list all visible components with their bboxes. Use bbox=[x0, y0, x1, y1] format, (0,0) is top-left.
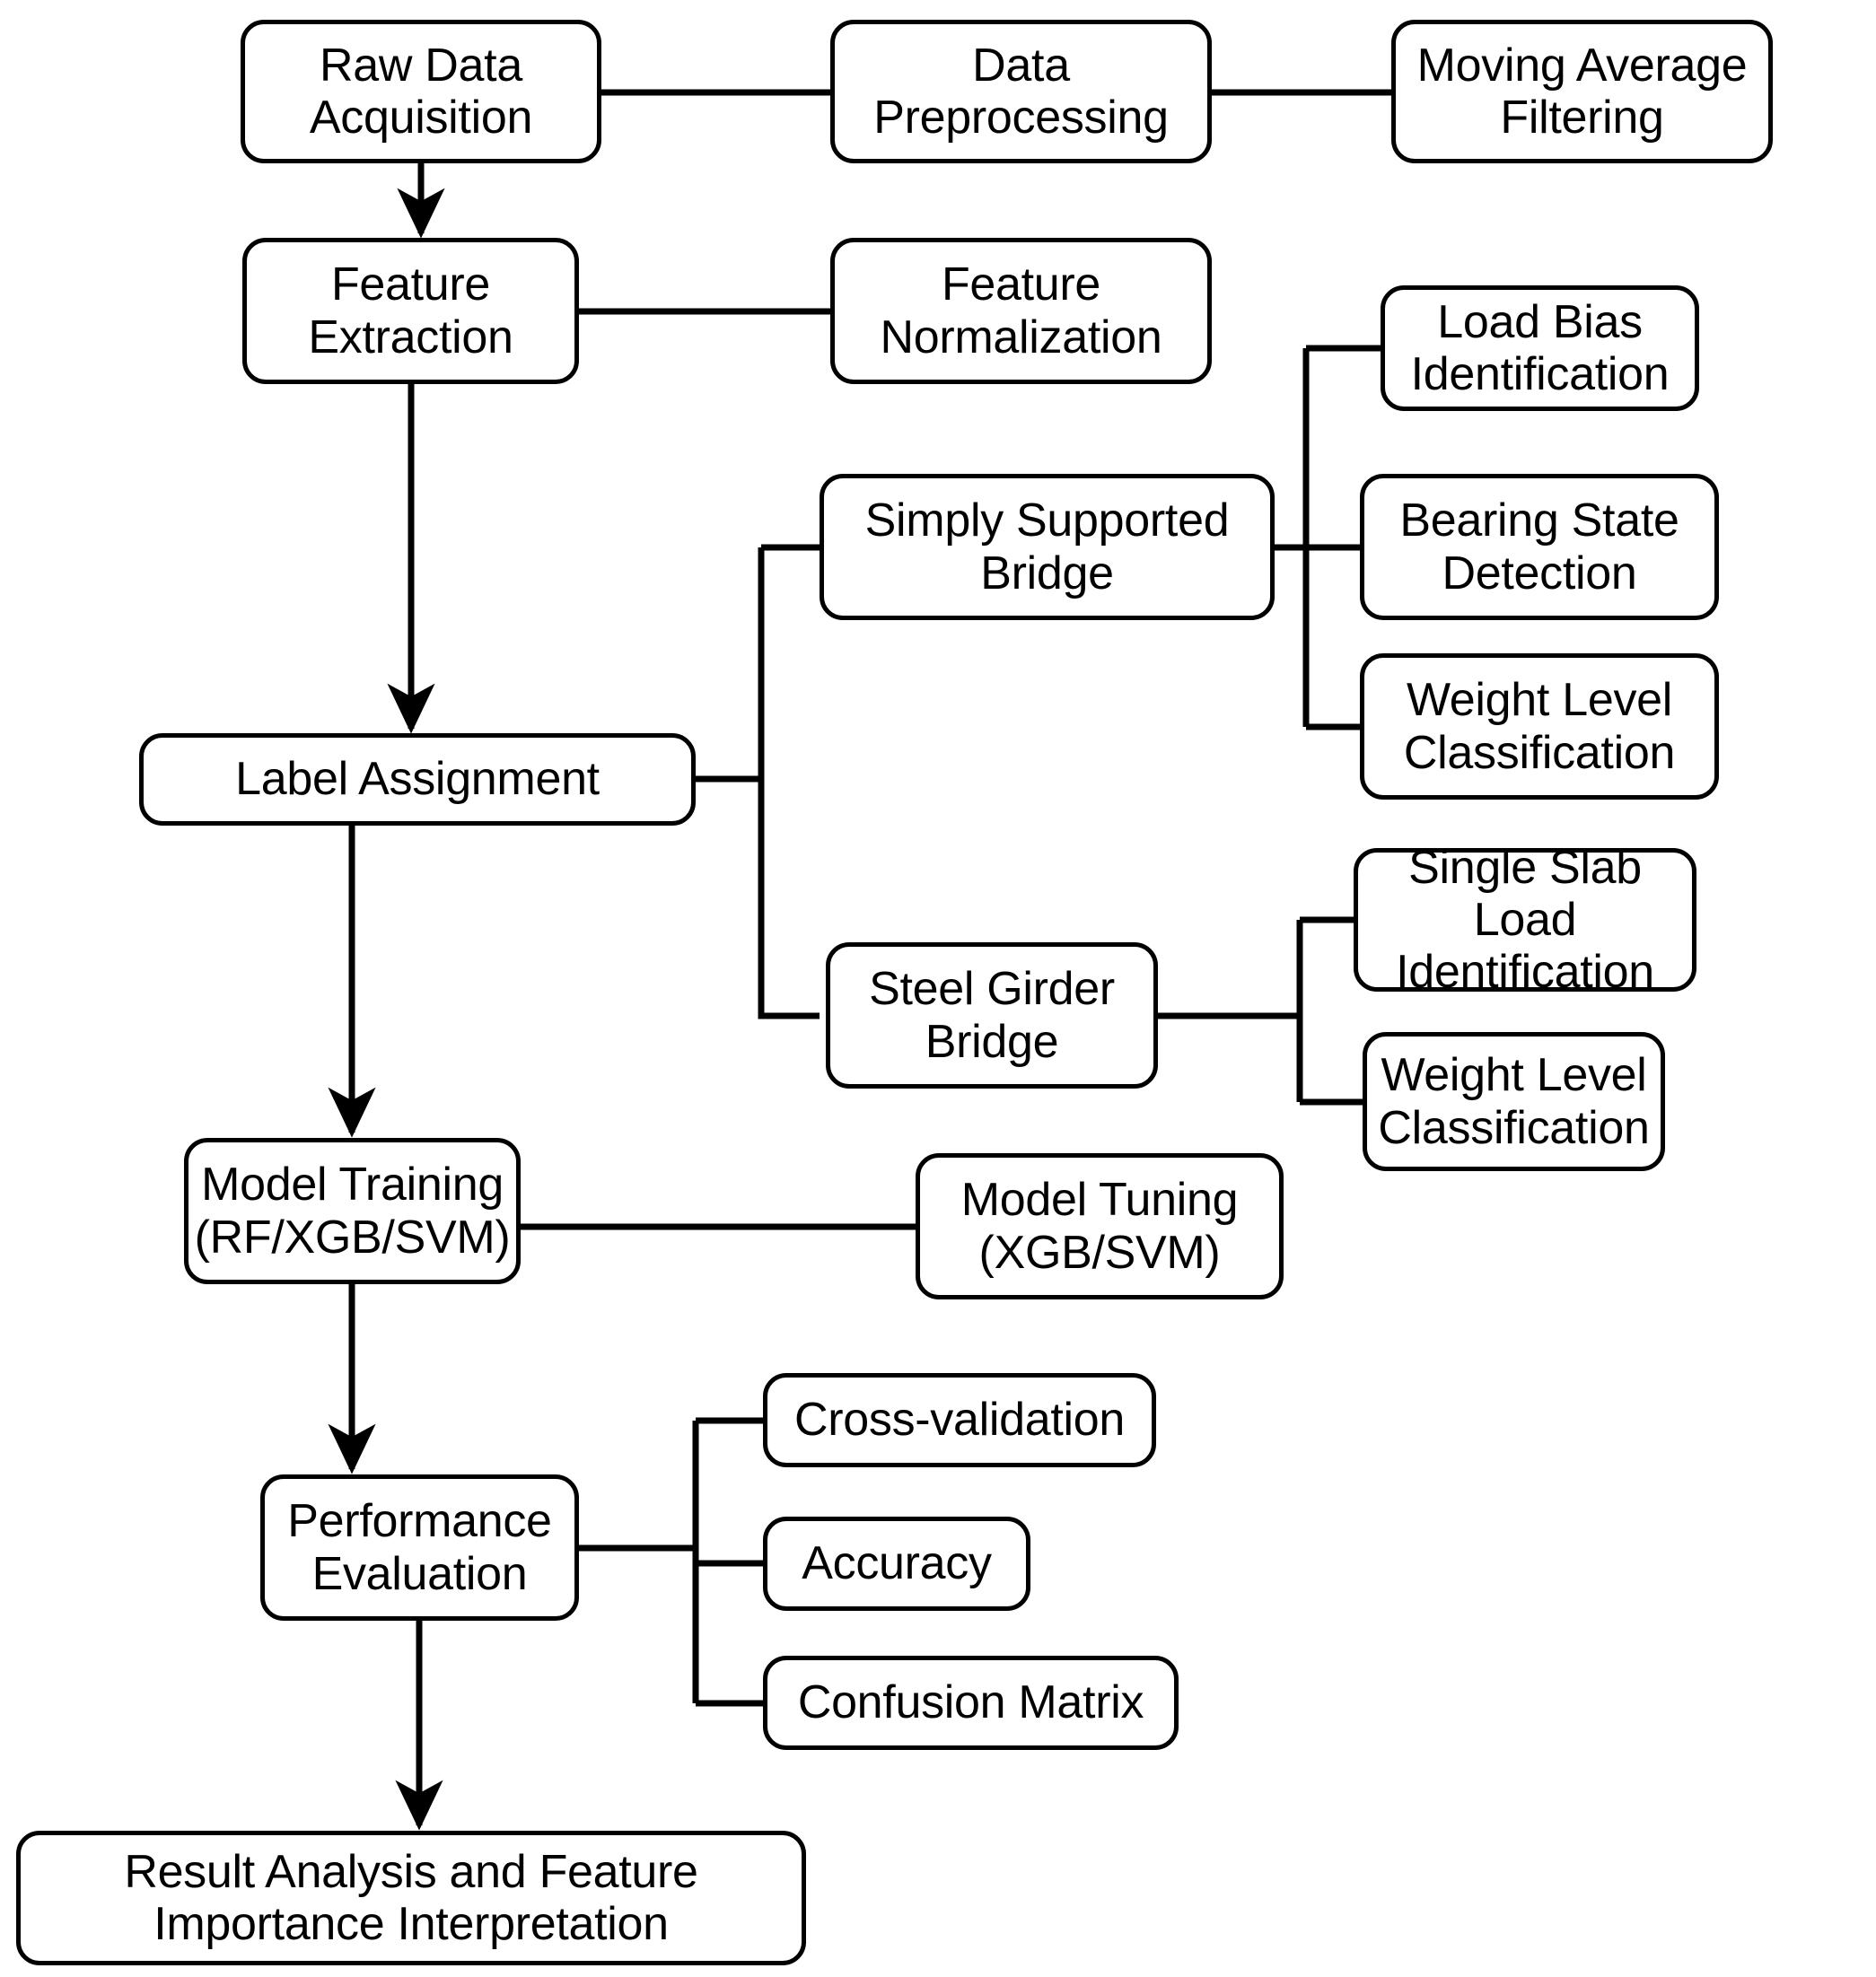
node-weight_level_classification_ssb[interactable]: Weight Level Classification bbox=[1360, 653, 1719, 800]
node-label-raw_data_acquisition: Raw Data Acquisition bbox=[309, 39, 533, 144]
node-label-label_assignment: Label Assignment bbox=[235, 753, 600, 806]
node-label-model_tuning: Model Tuning (XGB/SVM) bbox=[960, 1174, 1239, 1279]
edge-perf-to-children-trunk bbox=[579, 1421, 699, 1703]
node-label-weight_level_classification_sgb: Weight Level Classification bbox=[1378, 1049, 1650, 1154]
node-moving_average_filtering[interactable]: Moving Average Filtering bbox=[1391, 20, 1773, 163]
edge-ssb-to-children-trunk bbox=[1275, 348, 1310, 727]
node-confusion_matrix[interactable]: Confusion Matrix bbox=[763, 1656, 1179, 1750]
edge-sgb-to-children-trunk bbox=[1158, 920, 1303, 1102]
node-label-single_slab_load_identification: Single Slab Load Identification bbox=[1396, 841, 1654, 999]
node-label-load_bias_identification: Load Bias Identification bbox=[1410, 295, 1670, 400]
node-label-simply_supported_bridge: Simply Supported Bridge bbox=[864, 494, 1230, 599]
node-label-weight_level_classification_ssb: Weight Level Classification bbox=[1403, 674, 1676, 779]
node-steel_girder_bridge[interactable]: Steel Girder Bridge bbox=[826, 942, 1158, 1089]
node-label-confusion_matrix: Confusion Matrix bbox=[797, 1676, 1144, 1729]
node-label-feature_extraction: Feature Extraction bbox=[308, 258, 513, 363]
node-load_bias_identification[interactable]: Load Bias Identification bbox=[1381, 285, 1699, 411]
node-label_assignment[interactable]: Label Assignment bbox=[139, 733, 696, 826]
node-raw_data_acquisition[interactable]: Raw Data Acquisition bbox=[241, 20, 601, 163]
node-performance_evaluation[interactable]: Performance Evaluation bbox=[260, 1474, 579, 1621]
node-feature_normalization[interactable]: Feature Normalization bbox=[830, 238, 1212, 384]
node-feature_extraction[interactable]: Feature Extraction bbox=[242, 238, 579, 384]
node-weight_level_classification_sgb[interactable]: Weight Level Classification bbox=[1363, 1032, 1665, 1171]
node-data_preprocessing[interactable]: Data Preprocessing bbox=[830, 20, 1212, 163]
node-label-cross_validation: Cross-validation bbox=[793, 1394, 1125, 1447]
node-label-model_training: Model Training (RF/XGB/SVM) bbox=[194, 1159, 511, 1264]
node-accuracy[interactable]: Accuracy bbox=[763, 1517, 1030, 1611]
node-model_training[interactable]: Model Training (RF/XGB/SVM) bbox=[184, 1138, 521, 1284]
node-cross_validation[interactable]: Cross-validation bbox=[763, 1373, 1156, 1467]
node-label-performance_evaluation: Performance Evaluation bbox=[287, 1495, 552, 1600]
node-model_tuning[interactable]: Model Tuning (XGB/SVM) bbox=[916, 1153, 1284, 1299]
node-result_analysis[interactable]: Result Analysis and Feature Importance I… bbox=[16, 1831, 806, 1965]
node-label-steel_girder_bridge: Steel Girder Bridge bbox=[869, 963, 1115, 1068]
node-label-accuracy: Accuracy bbox=[802, 1537, 992, 1590]
node-bearing_state_detection[interactable]: Bearing State Detection bbox=[1360, 474, 1719, 620]
node-label-moving_average_filtering: Moving Average Filtering bbox=[1416, 39, 1748, 144]
node-label-feature_normalization: Feature Normalization bbox=[880, 258, 1162, 363]
edge-label-to-bridges-trunk bbox=[696, 547, 820, 1019]
node-label-result_analysis: Result Analysis and Feature Importance I… bbox=[124, 1845, 698, 1950]
node-simply_supported_bridge[interactable]: Simply Supported Bridge bbox=[820, 474, 1275, 620]
node-single_slab_load_identification[interactable]: Single Slab Load Identification bbox=[1354, 842, 1696, 998]
node-label-data_preprocessing: Data Preprocessing bbox=[873, 39, 1169, 144]
node-label-bearing_state_detection: Bearing State Detection bbox=[1399, 494, 1679, 599]
